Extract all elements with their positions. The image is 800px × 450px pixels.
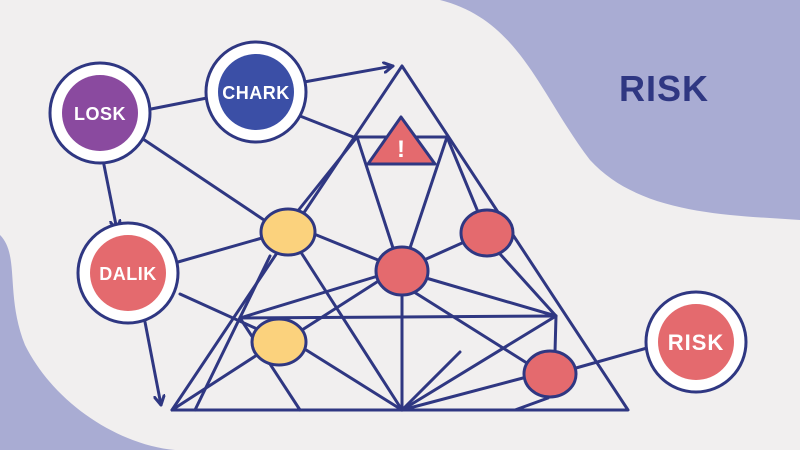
- title: RISK: [619, 68, 709, 109]
- edge-dalik-yellow1: [176, 236, 264, 264]
- edge-red-risk: [574, 346, 649, 370]
- arrow-dalik-to-base: [143, 320, 161, 407]
- dots: [250, 207, 578, 399]
- edge-red4-base: [513, 396, 550, 412]
- edge-redc-redtr: [422, 241, 464, 262]
- edge-rightmid-red4: [553, 314, 558, 354]
- node-losk[interactable]: LOSK: [48, 61, 152, 165]
- node-chark[interactable]: CHARK: [204, 40, 308, 144]
- edge-losk-chark: [144, 96, 209, 112]
- edge-warning-right-redc: [408, 135, 449, 250]
- edge-warning-left-redc: [355, 135, 395, 250]
- node-losk-label: LOSK: [74, 104, 126, 124]
- node-dalik[interactable]: DALIK: [76, 221, 180, 325]
- node-risk-label: RISK: [668, 330, 725, 355]
- arrow-losk-to-dalik: [101, 158, 117, 232]
- warning-icon: !: [366, 115, 437, 166]
- yellow-dot-lower: [250, 317, 308, 367]
- edge-redtr-warningright: [445, 135, 480, 214]
- yellow-dot-upper: [259, 207, 317, 257]
- warning-mark: !: [397, 136, 405, 163]
- edge-redtr-rightmid: [498, 252, 558, 318]
- edge-losk-yellow1: [138, 135, 266, 222]
- edge-yellow1-red4: [300, 252, 404, 412]
- edge-yellow2-center: [301, 346, 404, 412]
- node-chark-label: CHARK: [222, 83, 290, 103]
- node-dalik-label: DALIK: [99, 264, 157, 284]
- red-dot-top-right: [459, 208, 515, 258]
- red-dot-center: [374, 245, 430, 297]
- edge-warning-left-yellow1: [295, 135, 359, 214]
- edge-redc-rightmid: [424, 276, 558, 318]
- edge-chark-warning: [298, 114, 358, 140]
- edge-redc-yellow2: [300, 278, 382, 332]
- node-risk[interactable]: RISK: [644, 290, 748, 394]
- edge-leftmid-rightmid: [238, 314, 558, 320]
- edge-rightmid-center: [400, 314, 558, 412]
- edge-redc-red4: [412, 290, 532, 367]
- edge-center-base-right: [400, 350, 462, 412]
- edge-yellow1-redc: [312, 232, 380, 262]
- edge-yellow2-base: [170, 353, 259, 412]
- edge-redc-leftmid: [238, 274, 380, 320]
- arrow-chark-to-apex: [302, 66, 395, 84]
- edge-red4-center: [400, 376, 525, 412]
- red-dot-bottom-right: [522, 349, 578, 399]
- edge-yellow1-base: [193, 254, 272, 412]
